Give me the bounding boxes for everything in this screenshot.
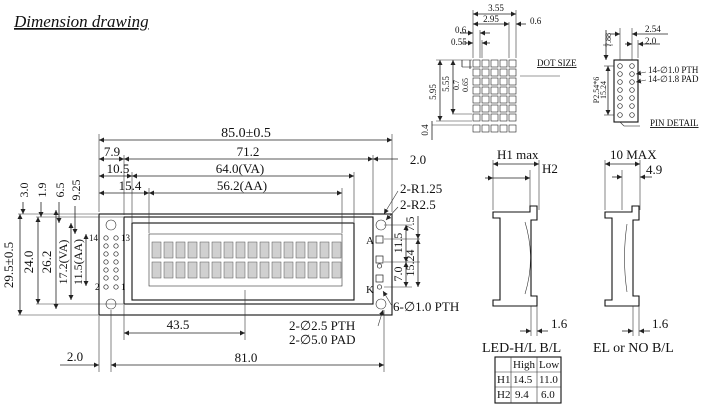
dim-26-2: 26.2 — [39, 251, 54, 274]
dim-overall-height: 29.5±0.5 — [1, 242, 16, 288]
pad-k — [375, 274, 384, 283]
led-h2-label: H2 — [542, 161, 558, 176]
dim-24-0: 24.0 — [21, 251, 36, 274]
dim-7-5: 7.5 — [403, 217, 417, 232]
dot-dim-3-55: 3.55 — [488, 3, 504, 13]
dim-va-width: 64.0(VA) — [216, 161, 265, 176]
pad-a2 — [375, 255, 384, 264]
dim-10-5: 10.5 — [107, 161, 130, 176]
dot-dim-2-95: 2.95 — [483, 14, 499, 24]
note-r1-25: 2-R1.25 — [400, 181, 442, 196]
note-2-pth: 2-∅2.5 PTH — [289, 318, 355, 333]
connector-pins — [103, 235, 119, 290]
el-dim-1-6: 1.6 — [652, 316, 669, 331]
table-header-high: High — [513, 359, 536, 371]
pin-label-13: 13 — [121, 233, 131, 243]
side-view-led: H1 max H2 1.6 LED-H/L B/L — [482, 147, 568, 356]
dim-11-5: 11.5 — [391, 233, 405, 254]
pin-detail-label: PIN DETAIL — [650, 118, 699, 128]
pin-dim-2-0: 2.0 — [645, 36, 657, 46]
dot-matrix — [472, 59, 517, 133]
dim-aa-height: 11.5(AA) — [71, 239, 85, 285]
note-r2-5: 2-R2.5 — [400, 197, 436, 212]
side-view-el: 10 MAX 4.9 1.6 EL or NO B/L — [593, 147, 674, 356]
dim-6-5: 6.5 — [53, 183, 67, 198]
dim-7-0: 7.0 — [391, 267, 405, 282]
dim-15-24: 15.24 — [403, 250, 417, 277]
dim-1-9: 1.9 — [35, 183, 49, 198]
dot-dim-5-95: 5.95 — [428, 84, 438, 100]
pin-label-2: 2 — [95, 282, 100, 292]
dim-9-25: 9.25 — [69, 180, 83, 201]
bezel-outline — [123, 216, 374, 305]
el-dim-4-9: 4.9 — [646, 162, 662, 177]
dot-dim-5-55: 5.55 — [441, 76, 451, 92]
pin-hole-pad: 14-∅1.8 PAD — [648, 74, 699, 84]
pin-detail-pins — [617, 63, 635, 118]
note-2-pad: 2-∅5.0 PAD — [289, 332, 355, 347]
table-header-low: Low — [539, 359, 559, 371]
dot-dim-0-65: 0.65 — [461, 78, 470, 92]
dot-dim-0-55: 0.55 — [451, 37, 467, 47]
dot-dim-0-7: 0.7 — [452, 80, 461, 90]
mount-hole-br — [375, 298, 387, 310]
dim-va-height: 17.2(VA) — [56, 240, 70, 285]
el-max-label: 10 MAX — [610, 147, 657, 162]
led-caption: LED-H/L B/L — [482, 341, 561, 356]
table-row-h1-high: 14.5 — [513, 374, 533, 386]
dim-3-0: 3.0 — [17, 183, 31, 198]
table-row-h1-low: 11.0 — [539, 374, 558, 386]
table-row-h2-low: 6.0 — [541, 389, 555, 401]
note-6-pth: 6-∅1.0 PTH — [393, 299, 459, 314]
dot-size-detail: 3.55 2.95 0.6 0.6 0.55 5.95 5.55 0.7 0.6… — [420, 3, 577, 140]
el-profile — [604, 205, 640, 307]
height-table: High Low H1 14.5 11.0 H2 9.4 6.0 — [494, 356, 562, 404]
led-h1-label: H1 max — [497, 147, 539, 162]
dot-dim-0-4: 0.4 — [420, 124, 430, 136]
label-a: A — [366, 235, 374, 247]
el-caption: EL or NO B/L — [593, 341, 674, 356]
pad-a — [375, 235, 384, 244]
pin-hole-pth: 14-∅1.0 PTH — [648, 65, 699, 75]
pcb-outline — [98, 213, 393, 316]
dim-overall-width: 85.0±0.5 — [221, 126, 271, 141]
dim-2-0-bottom: 2.0 — [67, 349, 83, 364]
dim-43-5: 43.5 — [167, 317, 190, 332]
pin-header-outline — [613, 59, 639, 123]
pin-dim-15-24: 15.24 — [599, 81, 608, 99]
pin-dim-pitch: P2.54*6 — [592, 77, 601, 103]
dim-71-2: 71.2 — [237, 144, 260, 159]
pin-detail: 2.54 2.0 7.88 P2.54*6 15.24 14-∅1.0 PTH … — [592, 24, 699, 128]
active-area — [148, 233, 343, 287]
dim-81-0: 81.0 — [235, 350, 258, 365]
viewing-area — [131, 222, 355, 301]
pin-dim-2-54: 2.54 — [645, 24, 661, 34]
pin-label-1: 1 — [121, 282, 126, 292]
table-row-h1-label: H1 — [497, 374, 510, 386]
pin-dim-7-88: 7.88 — [604, 33, 613, 47]
dim-7-9: 7.9 — [104, 144, 120, 159]
dim-2-0-top: 2.0 — [410, 152, 426, 167]
table-row-h2-label: H2 — [497, 389, 510, 401]
dot-dim-0-6-right: 0.6 — [530, 16, 542, 26]
front-view: 14 13 2 1 A K 85.0±0.5 7.9 71.2 2.0 10.5… — [1, 126, 459, 372]
page-title: Dimension drawing — [13, 12, 149, 31]
dot-dim-0-6-left: 0.6 — [455, 25, 467, 35]
dim-aa-width: 56.2(AA) — [217, 178, 267, 193]
label-k: K — [366, 284, 374, 296]
character-cells — [151, 241, 342, 279]
led-profile — [492, 205, 538, 307]
pin-label-14: 14 — [89, 233, 99, 243]
dot-size-label: DOT SIZE — [537, 58, 577, 68]
dim-15-4: 15.4 — [119, 178, 142, 193]
led-dim-1-6: 1.6 — [551, 316, 568, 331]
table-row-h2-high: 9.4 — [515, 389, 529, 401]
mount-hole-tl — [105, 219, 117, 231]
